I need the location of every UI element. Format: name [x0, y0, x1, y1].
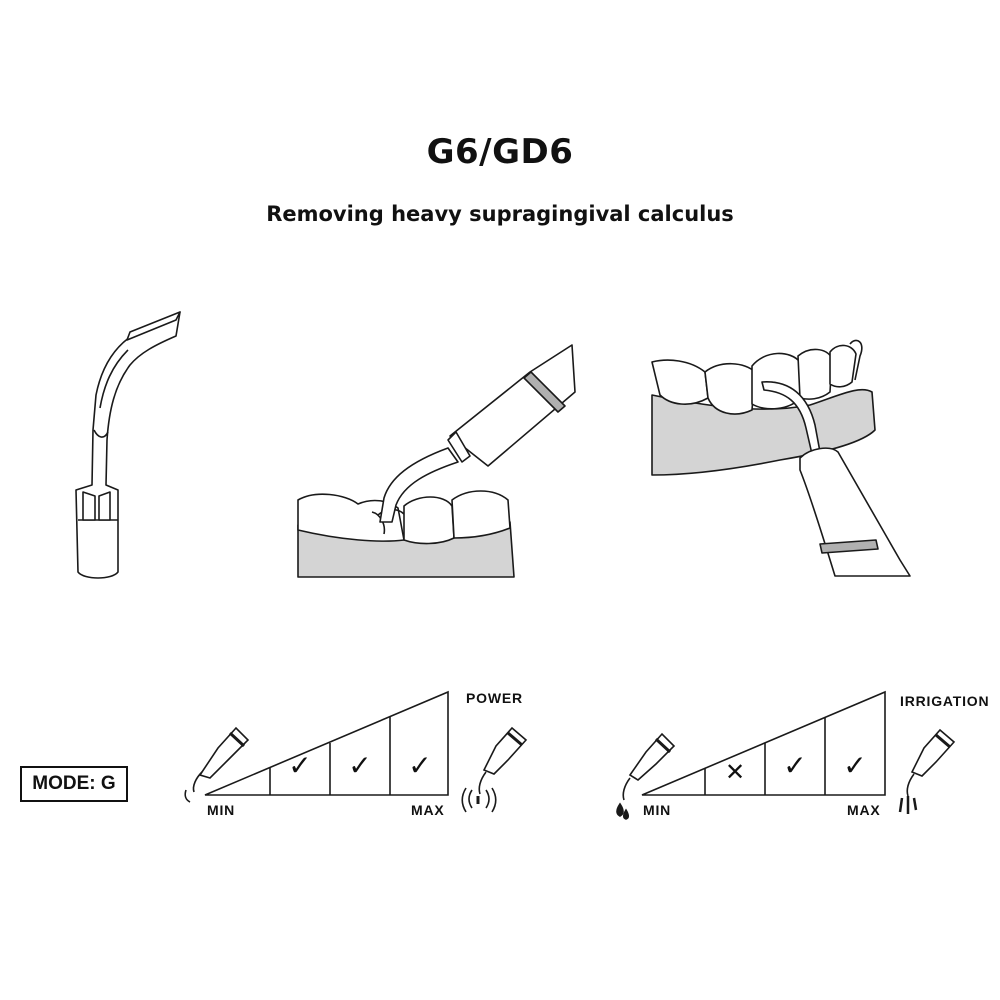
scaler-tip-drawing [75, 311, 181, 579]
page-subtitle: Removing heavy supragingival calculus [266, 202, 734, 226]
water-spray-icon [898, 796, 918, 814]
middle-scene [297, 344, 576, 578]
irrigation-max-label: MAX [847, 802, 881, 818]
irrigation-level-3-check-icon: ✓ [843, 749, 867, 782]
power-max-label: MAX [411, 802, 445, 818]
power-level-1-check-icon: ✓ [288, 749, 312, 782]
power-scale [184, 690, 528, 813]
scaler-handpiece-icon [906, 728, 956, 797]
scaler-handpiece-icon [478, 726, 528, 795]
power-min-label: MIN [207, 802, 236, 818]
page-title: G6/GD6 [426, 132, 574, 172]
power-level-2-check-icon: ✓ [348, 749, 372, 782]
vibration-icon [461, 787, 497, 813]
irrigation-wedge [641, 690, 886, 796]
right-scene [651, 339, 911, 577]
mode-badge: MODE: G [20, 766, 128, 802]
power-level-3-check-icon: ✓ [408, 749, 432, 782]
irrigation-level-2-check-icon: ✓ [783, 749, 807, 782]
water-drop-icon [616, 802, 630, 820]
power-wedge [204, 690, 449, 796]
scaler-handpiece-icon [622, 732, 676, 801]
irrigation-min-label: MIN [643, 802, 672, 818]
irrigation-level-1-cross-icon: ✕ [724, 758, 746, 786]
irrigation-scale [616, 690, 956, 820]
irrigation-label: IRRIGATION [900, 693, 990, 709]
scaler-handpiece-icon [184, 726, 250, 803]
power-label: POWER [466, 690, 523, 706]
